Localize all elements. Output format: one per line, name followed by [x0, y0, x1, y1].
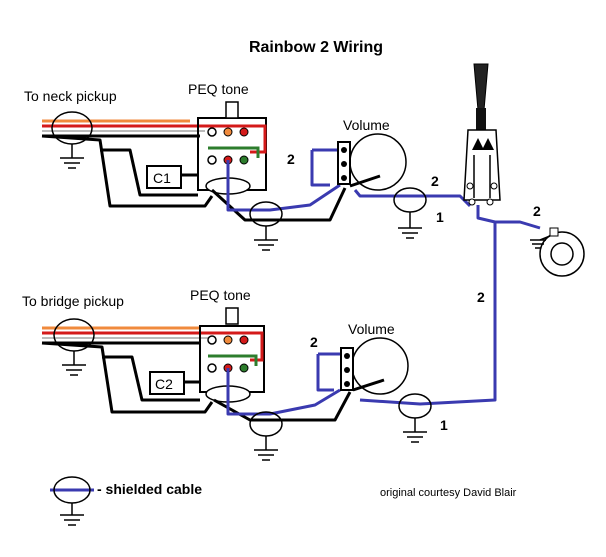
- neck-pickup-label: To neck pickup: [24, 88, 117, 104]
- bridge-tone-label: PEQ tone: [190, 287, 251, 303]
- neck-section: To neck pickup PEQ tone Volume: [24, 81, 472, 251]
- legend: - shielded cable: [50, 476, 202, 526]
- bridge-wire-label-2: 1: [440, 417, 448, 433]
- bridge-tone-ground: [249, 411, 283, 461]
- credit-text: original courtesy David Blair: [380, 487, 517, 499]
- output-wire-label-2: 2: [477, 289, 485, 305]
- neck-wire-label-2: 2: [431, 173, 439, 189]
- neck-volume-pot: [337, 133, 407, 191]
- neck-wire-label-1: 2: [287, 151, 295, 167]
- bridge-capacitor-label: C2: [155, 376, 173, 392]
- bridge-peq-tone-pot: [199, 307, 265, 403]
- bridge-capacitor-c2: C2: [149, 371, 185, 395]
- bridge-pickup-cable: [42, 318, 230, 376]
- legend-label: - shielded cable: [97, 481, 202, 497]
- neck-capacitor-label: C1: [153, 170, 171, 186]
- shielded-cable-icon: [50, 476, 94, 526]
- neck-tone-label: PEQ tone: [188, 81, 249, 97]
- bridge-volume-ground: [398, 393, 432, 443]
- bridge-pickup-label: To bridge pickup: [22, 293, 124, 309]
- bridge-section: To bridge pickup PEQ tone Volume: [22, 287, 448, 461]
- bridge-wire-label-1: 2: [310, 334, 318, 350]
- bridge-volume-label: Volume: [348, 321, 395, 337]
- pickup-selector-switch: [463, 63, 541, 230]
- neck-tone-ground: [249, 201, 283, 251]
- neck-pickup-cable: [42, 111, 220, 169]
- neck-peq-tone-pot: [197, 101, 267, 195]
- bridge-volume-pot: [340, 337, 409, 395]
- neck-volume-label: Volume: [343, 117, 390, 133]
- neck-capacitor-c1: C1: [146, 165, 182, 189]
- neck-volume-ground: [393, 187, 427, 239]
- output-wire-label-1: 2: [533, 203, 541, 219]
- neck-wire-label-3: 1: [436, 209, 444, 225]
- diagram-title: Rainbow 2 Wiring: [249, 39, 383, 56]
- output-jack: [530, 227, 585, 277]
